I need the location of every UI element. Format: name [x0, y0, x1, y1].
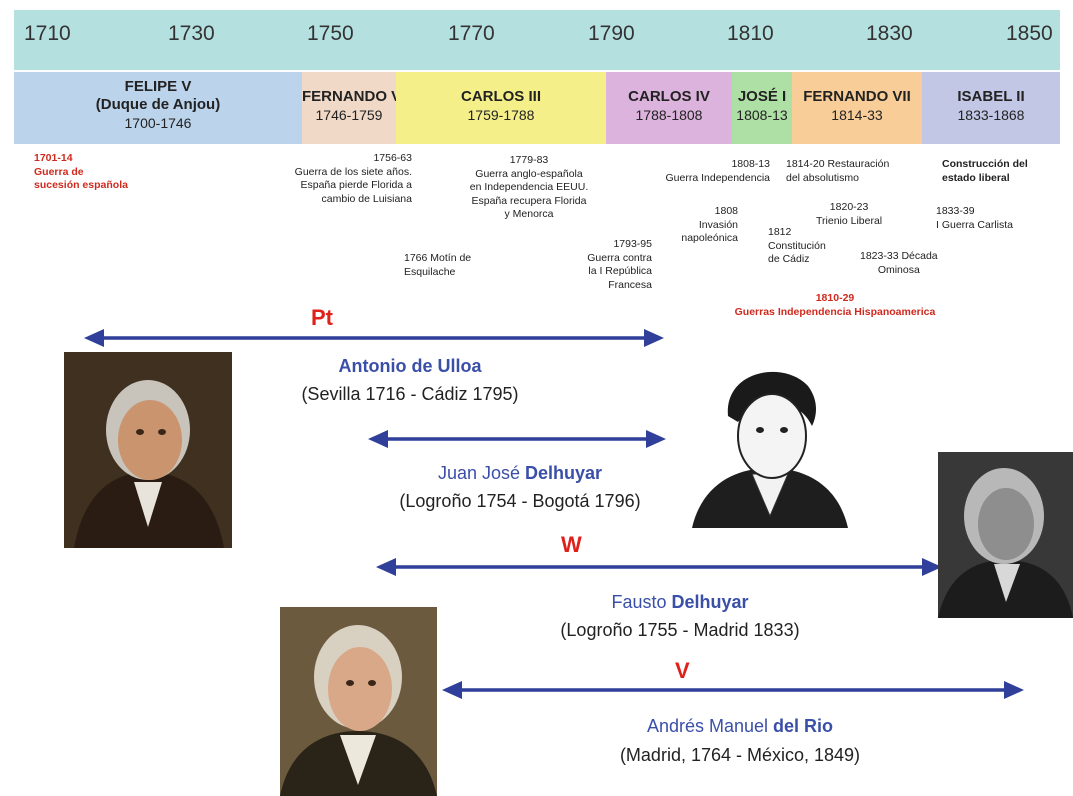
portrait-juan-jose-delhuyar [688, 356, 852, 528]
event-esquilache: 1766 Motín de Esquilache [404, 252, 472, 278]
portrait-ulloa [64, 352, 232, 548]
reign-name: FERNANDO VI [302, 88, 406, 105]
event-trienio: 1820-23 Trienio Liberal [816, 201, 883, 227]
reign-fernando-vii: FERNANDO VII 1814-33 [792, 72, 922, 144]
scientist-name-ulloa: Antonio de Ulloa [338, 356, 482, 376]
event-independencia-hispanoamerica: 1810-29 Guerras Independencia Hispanoame… [734, 292, 936, 318]
reign-name: JOSÉ I [737, 88, 787, 105]
year-label: 1810 [727, 22, 774, 45]
lifespan-arrow-ulloa [84, 329, 664, 347]
reign-carlos-iv: CARLOS IV 1788-1808 [606, 72, 732, 144]
event-estado-liberal: Construcción del estado liberal [942, 158, 1028, 184]
scientist-name-juan-jose: Juan José Delhuyar [437, 463, 603, 483]
event-guerra-independencia: 1808-13 Guerra Independencia [665, 158, 771, 184]
reign-years: 1700-1746 [124, 115, 192, 131]
reign-years: 1788-1808 [635, 107, 703, 123]
scientist-name-fausto: Fausto Delhuyar [611, 592, 749, 612]
event-sucesion: 1701-14 Guerra de sucesión española [34, 152, 128, 191]
event-restauracion: 1814-20 Restauración del absolutismo [786, 158, 890, 184]
event-guerra-anglo: 1779-83 Guerra anglo-española en Indepen… [469, 154, 589, 220]
year-label: 1750 [307, 22, 354, 45]
event-invasion: 1808 Invasión napoleónica [681, 205, 738, 244]
lifespan-arrow-juan-jose [368, 430, 666, 448]
scientist-life-fausto: (Logroño 1755 - Madrid 1833) [560, 620, 800, 640]
year-label: 1830 [866, 22, 913, 45]
reign-years: 1746-1759 [315, 107, 383, 123]
element-symbol-v: V [675, 658, 690, 683]
lifespan-arrow-fausto [376, 558, 942, 576]
reign-jose-i: JOSÉ I 1808-13 [732, 72, 792, 144]
reign-fernando-vi: FERNANDO VI 1746-1759 [302, 72, 406, 144]
year-label: 1710 [24, 22, 71, 45]
reign-years: 1814-33 [831, 107, 883, 123]
portrait-fausto-delhuyar [938, 452, 1073, 618]
element-symbol-w: W [561, 532, 582, 557]
scientist-life-juan-jose: (Logroño 1754 - Bogotá 1796) [399, 491, 641, 511]
lifespan-arrow-del-rio [442, 681, 1024, 699]
reign-years: 1759-1788 [467, 107, 535, 123]
reign-years: 1833-1868 [957, 107, 1025, 123]
reign-name: CARLOS IV [628, 88, 710, 105]
element-symbol-pt: Pt [311, 305, 333, 330]
event-constitucion: 1812 Constitución de Cádiz [768, 226, 826, 265]
event-siete-anos: 1756-63 Guerra de los siete años. España… [294, 152, 412, 205]
scientist-name-del-rio: Andrés Manuel del Rio [646, 716, 834, 736]
year-label: 1770 [448, 22, 495, 45]
reign-carlos-iii: CARLOS III 1759-1788 [396, 72, 606, 144]
reign-name: ISABEL II [957, 88, 1025, 105]
reign-name: FERNANDO VII [803, 88, 911, 105]
reign-felipe-v: FELIPE V (Duque de Anjou) 1700-1746 [14, 72, 302, 144]
reign-years: 1808-13 [736, 107, 788, 123]
year-axis-band [14, 10, 1060, 70]
reign-name: FELIPE V (Duque de Anjou) [95, 78, 221, 113]
reign-name: CARLOS III [460, 88, 541, 105]
event-guerra-francia: 1793-95 Guerra contra la I República Fra… [587, 238, 652, 291]
year-label: 1850 [1006, 22, 1053, 45]
event-guerra-carlista: 1833-39 I Guerra Carlista [936, 205, 1014, 231]
portrait-andres-manuel-del-rio [280, 607, 437, 796]
reign-isabel-ii: ISABEL II 1833-1868 [922, 72, 1060, 144]
scientist-life-del-rio: (Madrid, 1764 - México, 1849) [619, 745, 861, 765]
event-decada-ominosa: 1823-33 Década Ominosa [860, 250, 938, 276]
year-label: 1790 [588, 22, 635, 45]
year-label: 1730 [168, 22, 215, 45]
scientist-life-ulloa: (Sevilla 1716 - Cádiz 1795) [301, 384, 519, 404]
